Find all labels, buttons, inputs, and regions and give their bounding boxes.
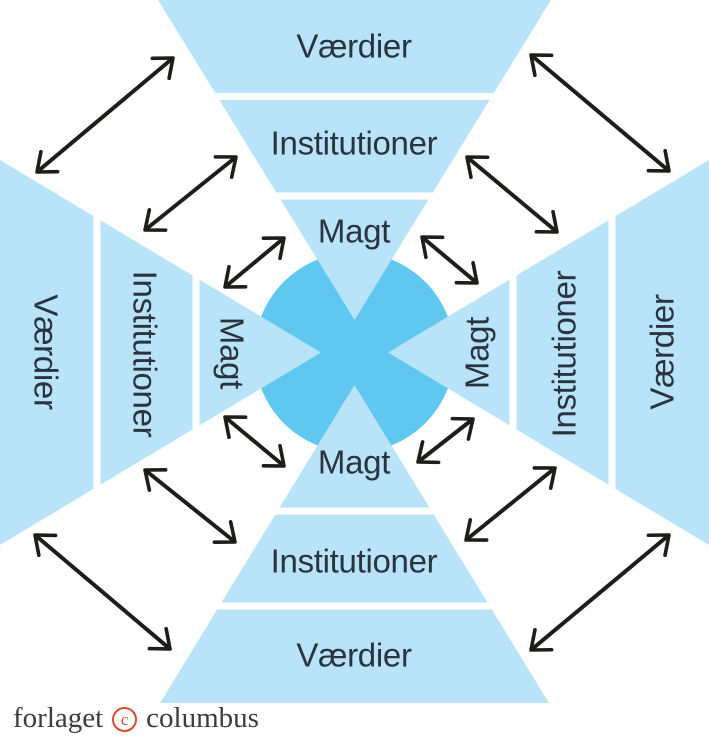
double-headed-arrow-icon (529, 533, 671, 652)
label-left-inner: Magt (213, 316, 251, 390)
double-headed-arrow-icon (223, 415, 286, 468)
label-right-inner: Magt (458, 316, 496, 390)
copyright-letter: c (120, 709, 129, 729)
label-bottom-inner: Magt (317, 443, 391, 481)
label-right-middle: Institutioner (545, 270, 583, 438)
label-top-inner: Magt (317, 212, 391, 250)
double-headed-arrow-icon (33, 533, 172, 651)
wedge-right (388, 160, 709, 545)
double-headed-arrow-icon (464, 466, 557, 542)
label-top-outer: Værdier (296, 27, 412, 65)
label-bottom-outer: Værdier (296, 636, 412, 674)
label-right-outer: Værdier (643, 294, 681, 410)
double-headed-arrow-icon (143, 155, 238, 232)
wedge-top (158, 0, 551, 320)
circled-c-icon: c (112, 706, 138, 732)
double-headed-arrow-icon (35, 56, 175, 174)
wedge-bottom (160, 385, 549, 703)
label-left-outer: Værdier (27, 294, 65, 410)
double-headed-arrow-icon (223, 236, 286, 289)
label-top-middle: Institutioner (270, 124, 438, 162)
publisher-word-1: forlaget (13, 701, 104, 734)
label-left-middle: Institutioner (126, 270, 164, 438)
double-headed-arrow-icon (529, 53, 671, 173)
double-headed-arrow-icon (416, 416, 475, 465)
wedge-left (0, 160, 321, 545)
label-bottom-middle: Institutioner (270, 542, 438, 580)
center-circle (254, 252, 455, 453)
double-headed-arrow-icon (465, 155, 559, 234)
publisher-word-2: columbus (146, 701, 259, 734)
double-headed-arrow-icon (420, 235, 479, 285)
publisher-logo: forlaget c columbus (13, 701, 259, 735)
double-headed-arrow-icon (143, 468, 237, 544)
